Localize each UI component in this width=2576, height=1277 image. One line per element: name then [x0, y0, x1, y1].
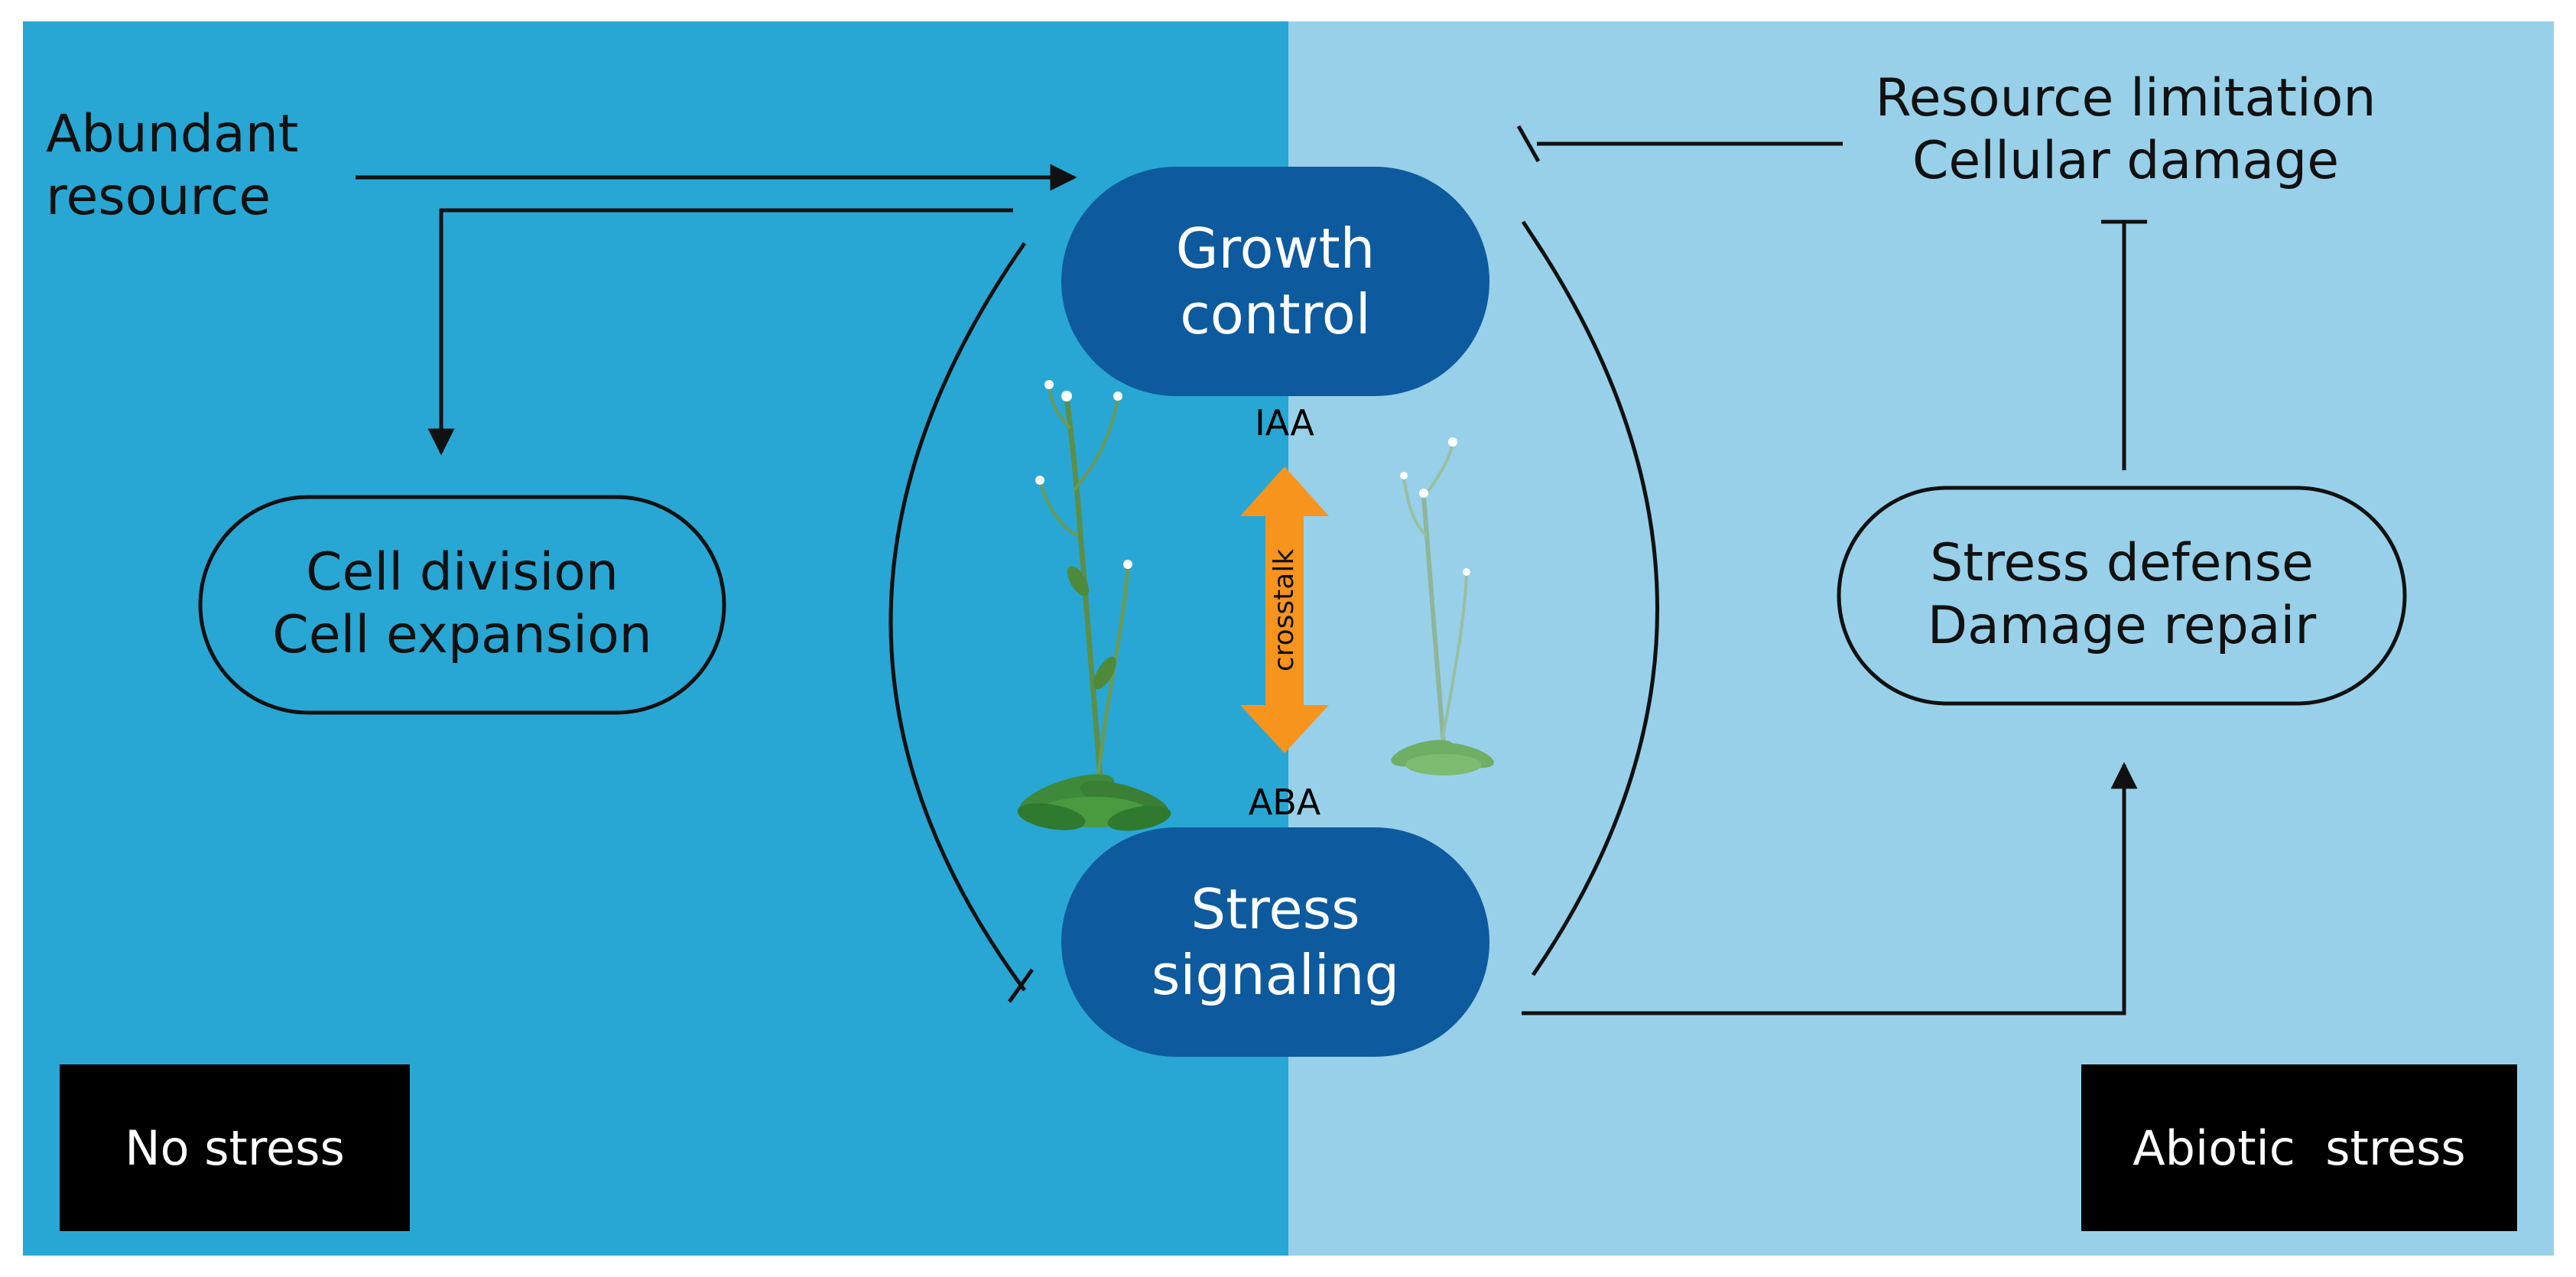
aba-label: ABA — [1248, 781, 1321, 823]
growth-inhibits-stress-arc — [888, 242, 1027, 992]
iaa-label: IAA — [1255, 402, 1314, 444]
growth-control-pill — [1061, 167, 1489, 396]
plant-illustration-right — [1391, 437, 1494, 775]
stress-inhibits-growth-bar — [1521, 220, 1545, 254]
stress-processes-stadium — [1837, 486, 2407, 706]
cell-processes-label: Cell division Cell expansion — [272, 542, 652, 665]
crosstalk-double-arrow — [1240, 466, 1329, 753]
cell-processes-stadium — [198, 495, 726, 715]
resource-limitation-inhibition-bar — [1516, 125, 1541, 163]
abiotic-stress-badge: Abiotic stress — [2081, 1064, 2517, 1231]
growth-control-label: Growth control — [1175, 216, 1376, 346]
crosstalk-label: crosstalk — [1269, 548, 1300, 672]
stress-signaling-pill — [1061, 827, 1489, 1057]
abiotic-stress-panel — [1288, 21, 2554, 1256]
stress-processes-label: Stress defense Damage repair — [1927, 533, 2317, 656]
plant-illustration-left — [1017, 380, 1171, 831]
stress-signaling-to-defense-arrow — [1522, 762, 2138, 1015]
growth-inhibits-stress-bar — [1007, 968, 1035, 1003]
stress-signaling-label: Stress signaling — [1151, 877, 1400, 1007]
growth-to-cell-division-arrow — [427, 208, 1013, 456]
resource-limitation-label: Resource limitation Cellular damage — [1875, 68, 2376, 191]
no-stress-badge: No stress — [60, 1064, 410, 1231]
stress-inhibits-growth-arc — [1531, 236, 1659, 976]
abundant-resource-label: Abundant resource — [46, 104, 299, 227]
